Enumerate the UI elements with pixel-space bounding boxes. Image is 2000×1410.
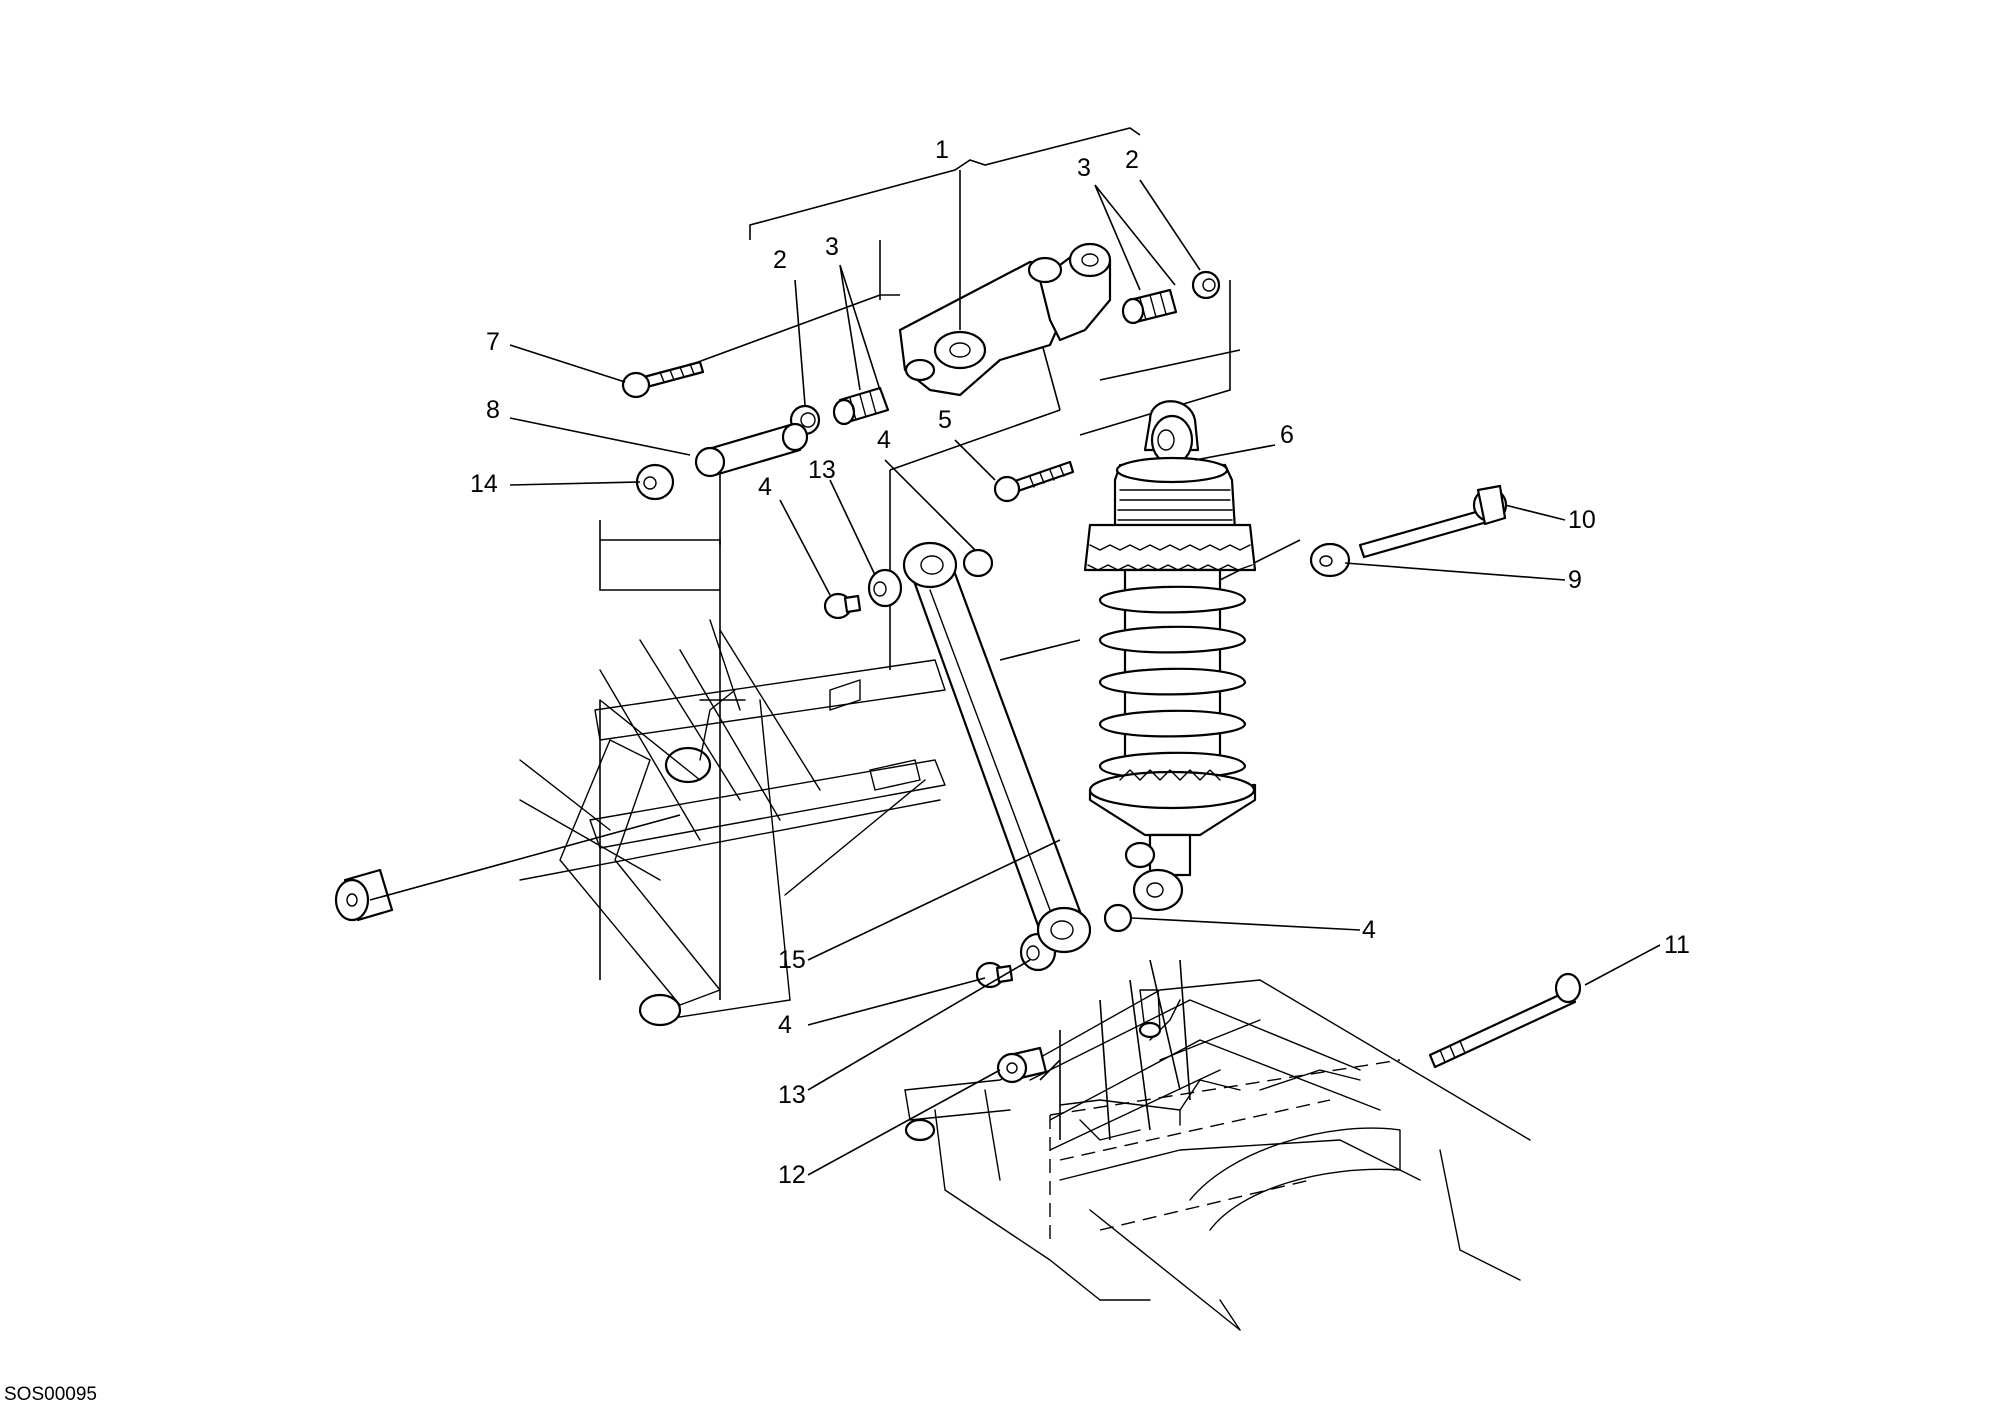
callout-1: 1	[935, 136, 949, 164]
callout-4-lower-left: 4	[778, 1011, 792, 1039]
callout-4-lower-right: 4	[1362, 916, 1376, 944]
rocker-arm	[898, 242, 1112, 397]
frame-structure	[519, 619, 946, 1027]
callout-12: 12	[778, 1161, 806, 1189]
callout-14: 14	[470, 470, 498, 498]
callout-11: 11	[1664, 931, 1690, 959]
callout-3-left: 3	[825, 233, 839, 261]
callout-10: 10	[1568, 506, 1596, 534]
drawing-code: SOS00095	[4, 1384, 97, 1405]
callout-5: 5	[938, 406, 952, 434]
callout-4-upper-left: 4	[758, 473, 772, 501]
callout-13-lower: 13	[778, 1081, 806, 1109]
assembly-lines	[599, 240, 1401, 1240]
callout-2-left: 2	[773, 246, 787, 274]
callout-labels: 1 2 2 3 3 4 4 4 4 5 6 7 8 9 10 11 12 13 …	[470, 136, 1690, 1189]
callout-2-right: 2	[1125, 146, 1139, 174]
leader-lines	[369, 127, 1661, 1176]
callout-4-upper-right: 4	[877, 426, 891, 454]
callout-7: 7	[486, 328, 500, 356]
connecting-link	[902, 541, 1092, 954]
swingarm	[904, 979, 1531, 1331]
callout-9: 9	[1568, 566, 1582, 594]
shock-absorber	[1083, 400, 1257, 912]
callout-8: 8	[486, 396, 500, 424]
callout-6: 6	[1280, 421, 1294, 449]
callout-13-upper: 13	[808, 456, 836, 484]
callout-15: 15	[778, 946, 806, 974]
callout-3-right: 3	[1077, 154, 1091, 182]
small-parts	[334, 270, 1582, 1084]
